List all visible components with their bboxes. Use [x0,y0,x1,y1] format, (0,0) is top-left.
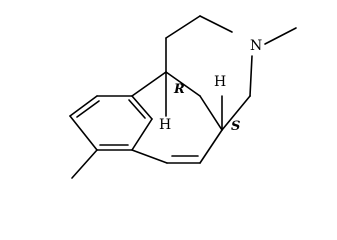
stereo-label-s: S [231,119,240,134]
bond [165,71,201,97]
stereo-label-r: R [173,82,185,97]
structure-canvas: N H H R S [69,15,297,179]
bond [131,95,153,120]
bond-inner [128,99,146,119]
bond [249,55,253,97]
bond [131,118,153,151]
bond [199,95,223,131]
bond [131,149,168,164]
bond-inner [76,100,100,118]
hydrogen-label: H [159,117,171,133]
bond [221,95,251,131]
n-methyl-bond [264,27,297,45]
ring-methyl-bond [71,149,98,179]
hydrogen-label: H [214,74,226,90]
bond [199,129,223,164]
molecule-structure: N H H R S [69,15,297,179]
bond [69,95,98,117]
nitrogen-label: N [250,38,262,54]
bond [131,71,167,97]
bond [69,115,98,151]
bond [165,15,201,39]
bond [199,15,233,33]
